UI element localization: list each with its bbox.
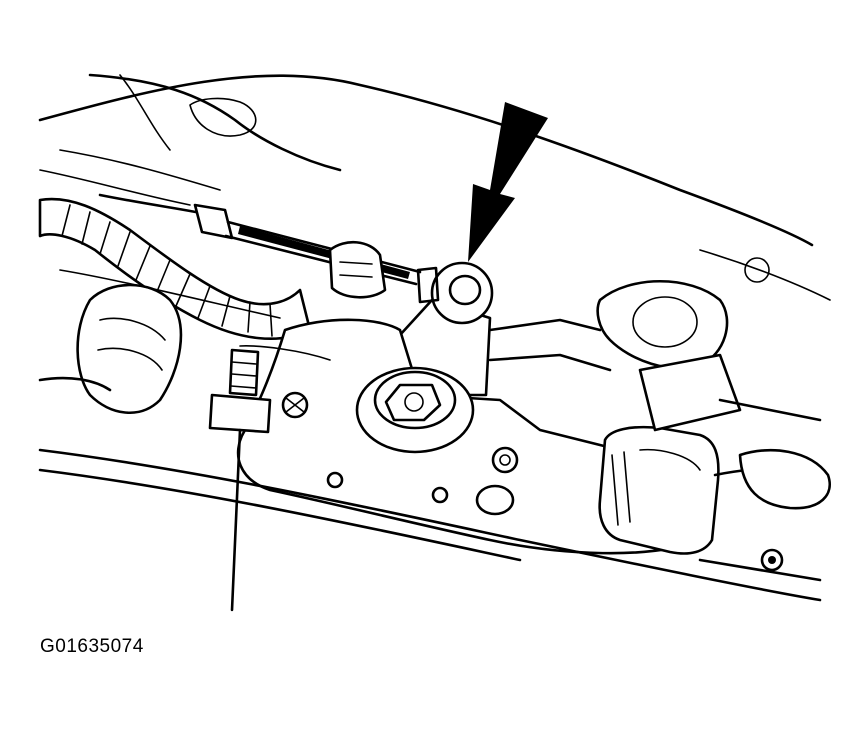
body-panel bbox=[38, 73, 831, 301]
switch-housing bbox=[236, 318, 702, 555]
hose-bend bbox=[38, 283, 183, 414]
electrical-connector bbox=[598, 425, 831, 555]
figure-id-label: G01635074 bbox=[40, 636, 144, 657]
wiring-harness-left bbox=[38, 197, 312, 340]
harness-right bbox=[488, 279, 822, 432]
callout-arrow-icon bbox=[468, 102, 548, 262]
frame-rail bbox=[38, 269, 822, 602]
pressure-fitting bbox=[208, 348, 272, 612]
cable-clip bbox=[328, 241, 387, 299]
mechanical-illustration bbox=[38, 73, 831, 612]
